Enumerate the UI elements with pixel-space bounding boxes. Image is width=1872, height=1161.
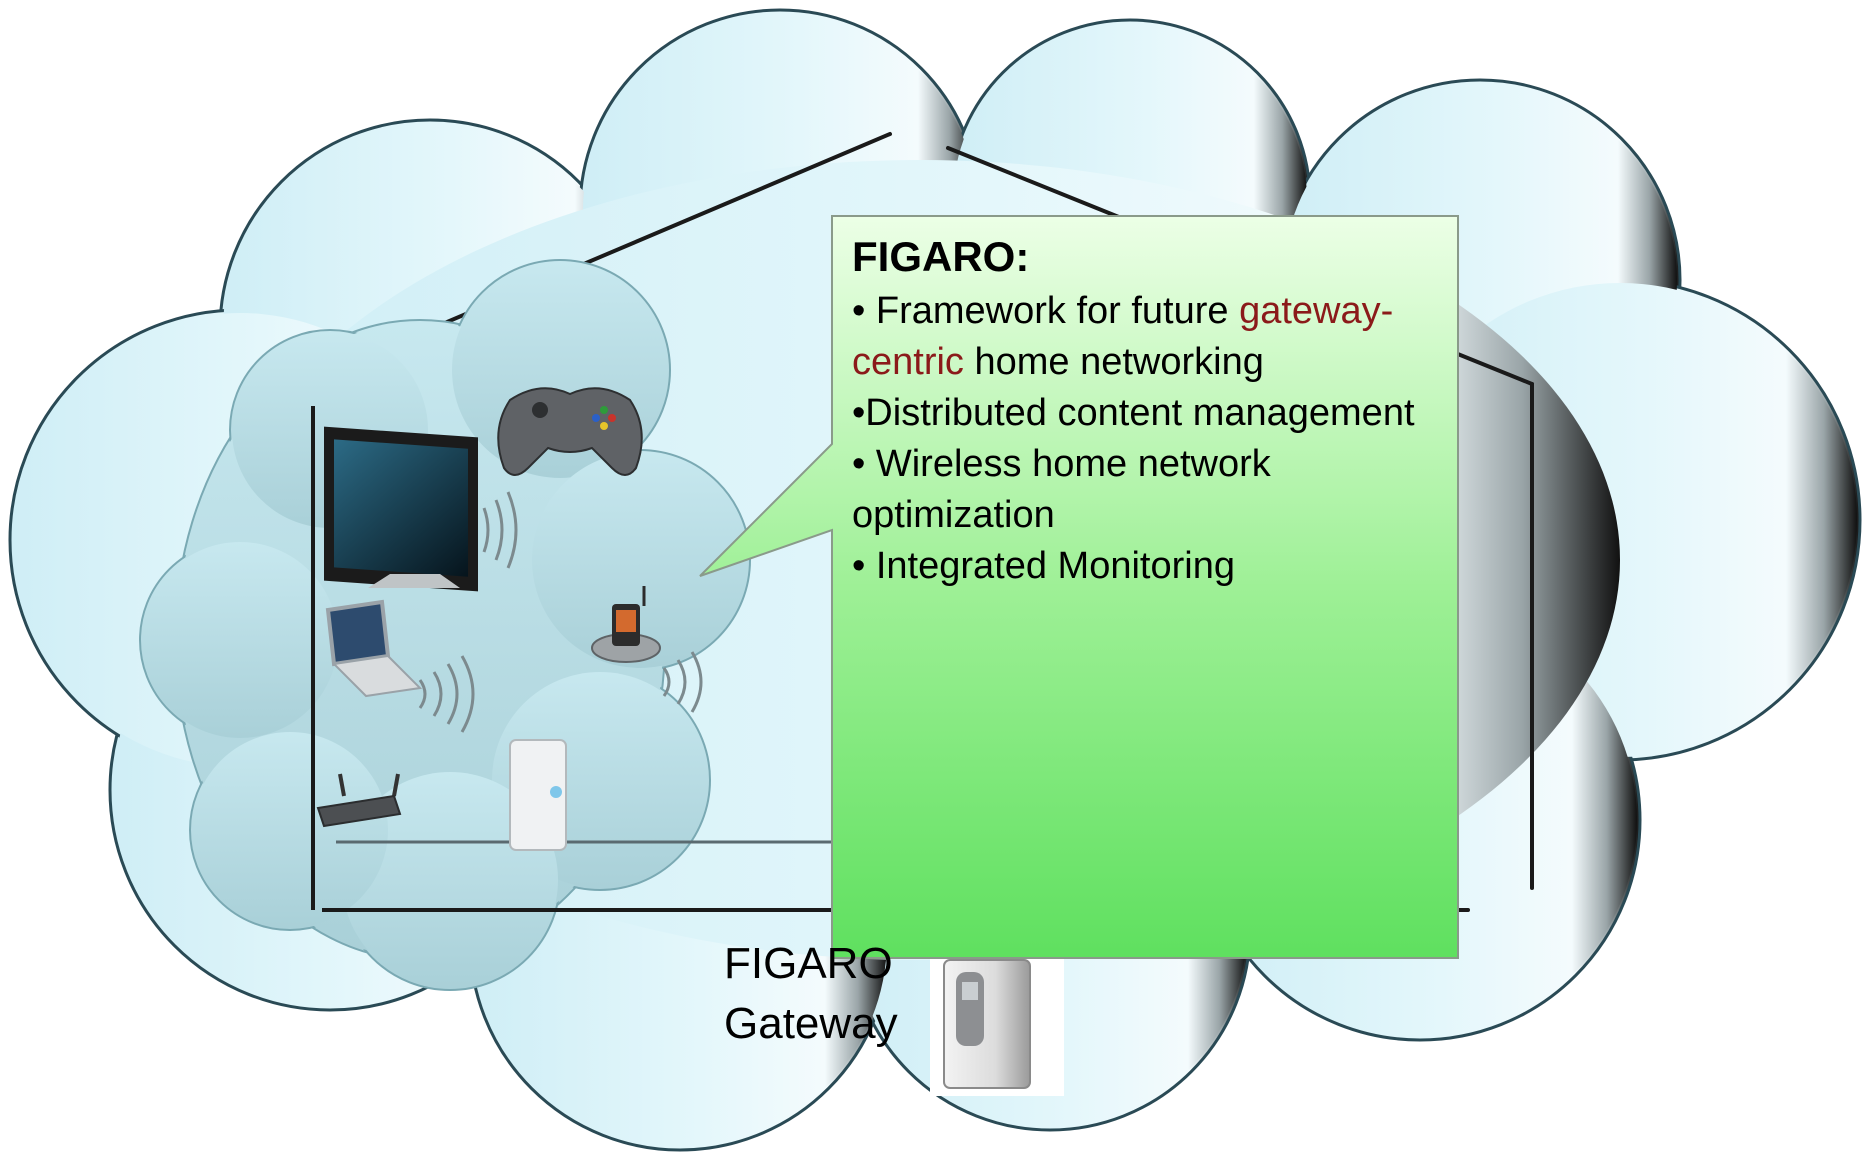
- bullet-integrated-monitoring: • Integrated Monitoring: [852, 545, 1235, 587]
- tv-icon: [324, 426, 478, 592]
- gateway-label-line2: Gateway: [724, 999, 898, 1048]
- bullet-framework: • Framework for future gateway-centric h…: [852, 286, 1442, 388]
- laptop-icon: [325, 599, 423, 698]
- gateway-label: FIGARO Gateway: [724, 934, 898, 1054]
- callout-content: FIGARO: • Framework for future gateway-c…: [852, 228, 1442, 592]
- gateway-label-line1: FIGARO: [724, 939, 893, 988]
- gamepad-icon: [497, 387, 643, 476]
- tv-wifi-icon: [482, 491, 518, 569]
- bullet-framework-suffix: home networking: [963, 341, 1264, 383]
- bullet-framework-highlight: gateway-centric: [852, 290, 1394, 383]
- bullet-framework-prefix: • Framework for future: [852, 290, 1240, 332]
- gateway-device-icon: [930, 950, 1064, 1096]
- pda-wifi-icon: [662, 651, 703, 713]
- laptop-wifi-icon: [418, 655, 475, 733]
- bullet-distributed-content: •Distributed content management: [852, 392, 1415, 434]
- bullet-wireless-optimization: • Wireless home network optimization: [852, 443, 1271, 536]
- callout-box: [699, 215, 1459, 959]
- external-drive-icon: [509, 739, 567, 851]
- pda-dock-icon: [591, 586, 661, 663]
- router-icon: [316, 773, 402, 828]
- callout-title: FIGARO:: [852, 233, 1030, 280]
